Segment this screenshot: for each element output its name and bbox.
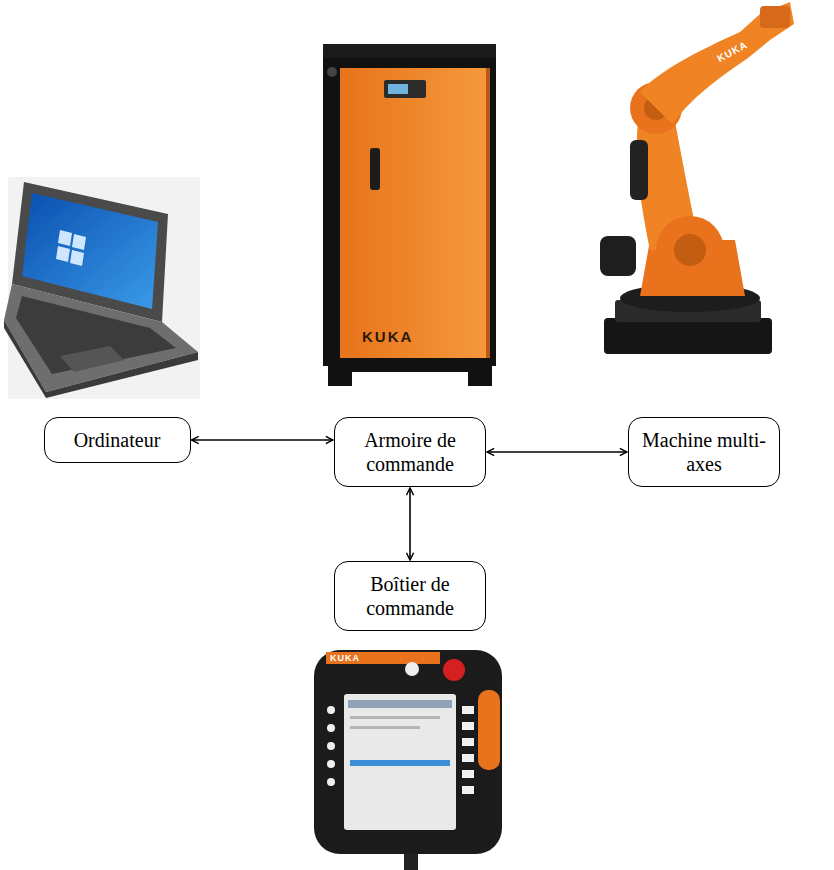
box-label: Armoire de commande: [345, 428, 475, 476]
laptop-illustration: [4, 177, 200, 399]
brand-label: KUKA: [715, 39, 749, 64]
brand-label: KUKA: [362, 328, 413, 345]
pendant-illustration: [314, 650, 502, 870]
box-label: Machine multi-axes: [639, 428, 769, 476]
box-label: Ordinateur: [55, 428, 180, 452]
brand-label: KUKA: [330, 653, 360, 663]
bidirectional-link: [192, 439, 334, 441]
cabinet-illustration: [323, 44, 496, 386]
box-label: Boîtier de commande: [345, 572, 475, 620]
component-box: Boîtier de commande: [334, 561, 486, 631]
bidirectional-link: [487, 451, 627, 453]
component-box: Armoire de commande: [334, 417, 486, 487]
component-box: Ordinateur: [44, 417, 191, 463]
robot-illustration: [600, 2, 794, 354]
component-box: Machine multi-axes: [628, 417, 780, 487]
bidirectional-link: [409, 488, 411, 560]
